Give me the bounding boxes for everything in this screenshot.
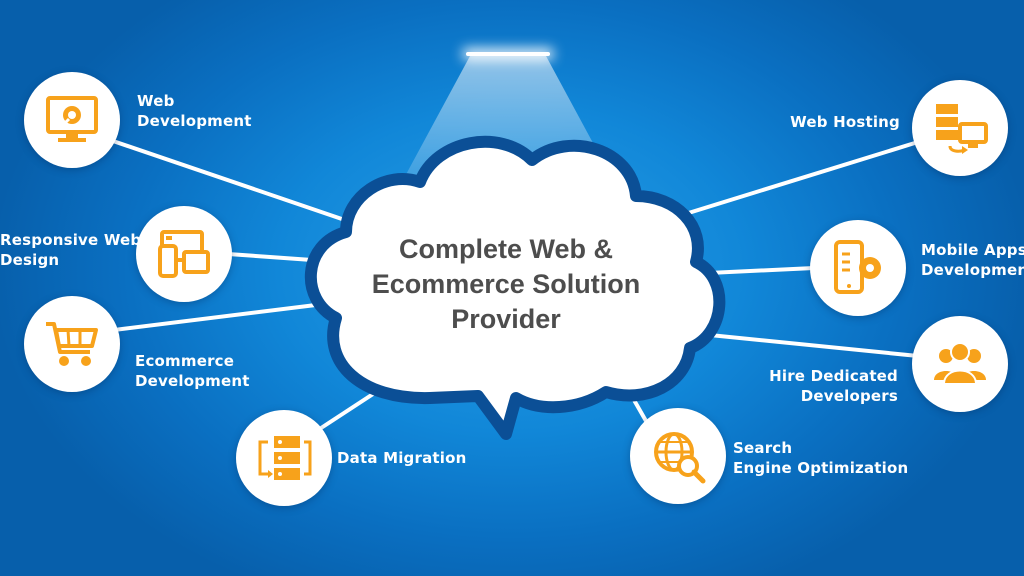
server-transfer-icon bbox=[258, 436, 312, 480]
monitor-gear-icon bbox=[46, 96, 98, 142]
connector-responsive-web-design bbox=[227, 252, 341, 264]
label-ecommerce-development: Ecommerce Development bbox=[135, 352, 250, 390]
connector-web-hosting bbox=[639, 140, 919, 230]
center-title: Complete Web & Ecommerce Solution Provid… bbox=[371, 234, 641, 334]
label-responsive-web-design: Responsive Web Design bbox=[0, 231, 142, 269]
label-web-hosting: Web Hosting bbox=[790, 113, 900, 131]
node-data-migration[interactable] bbox=[236, 410, 332, 506]
connector-mobile-apps-development bbox=[687, 266, 815, 276]
label-search-engine-optimization: Search Engine Optimization bbox=[733, 439, 909, 477]
team-icon bbox=[934, 342, 986, 385]
label-mobile-apps-development: Mobile Apps Development bbox=[921, 241, 1024, 279]
node-web-development[interactable] bbox=[24, 72, 120, 168]
node-web-hosting[interactable] bbox=[912, 80, 1008, 176]
label-data-migration: Data Migration bbox=[337, 449, 467, 467]
label-web-development: Web Development bbox=[137, 92, 252, 130]
node-responsive-web-design[interactable] bbox=[136, 206, 232, 302]
shopping-cart-icon bbox=[46, 322, 98, 366]
node-hire-dedicated-developers[interactable] bbox=[912, 316, 1008, 412]
connector-data-migration bbox=[316, 360, 424, 432]
server-monitor-icon bbox=[936, 104, 988, 154]
node-ecommerce-development[interactable] bbox=[24, 296, 120, 392]
node-search-engine-optimization[interactable] bbox=[630, 408, 726, 504]
devices-icon bbox=[158, 230, 210, 278]
phone-gear-icon bbox=[834, 240, 881, 294]
label-hire-dedicated-developers: Hire Dedicated Developers bbox=[769, 367, 898, 405]
spotlight-lamp bbox=[466, 52, 550, 56]
connector-hire-dedicated-developers bbox=[679, 330, 919, 358]
globe-search-icon bbox=[654, 432, 706, 484]
node-mobile-apps-development[interactable] bbox=[810, 220, 906, 316]
connector-ecommerce-development bbox=[113, 300, 341, 332]
